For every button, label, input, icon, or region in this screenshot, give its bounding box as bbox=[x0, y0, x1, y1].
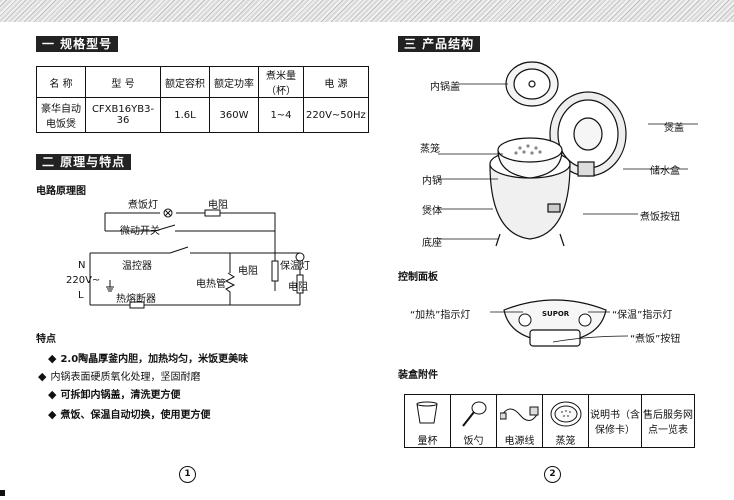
part-label-inner-pot: 内锅 bbox=[422, 176, 442, 187]
label-resistor-top: 电阻 bbox=[208, 200, 228, 211]
feature-item: ◆可拆卸内锅盖，清洗更方便 bbox=[48, 388, 181, 401]
spec-header-power: 额定功率 bbox=[209, 66, 259, 98]
spec-table: 名 称 型 号 额定容积 额定功率 煮米量（杯） 电 源 豪华自动电饭煲 CFX… bbox=[36, 66, 369, 133]
diamond-bullet-icon: ◆ bbox=[38, 370, 47, 383]
spec-header-name: 名 称 bbox=[36, 66, 86, 98]
feature-item: ◆2.0陶晶厚釜内胆，加热均匀，米饭更美味 bbox=[48, 352, 249, 365]
accessories-table: 量杯 饭勺 电源线 蒸笼 说明书（含保修卡） 售后 bbox=[404, 394, 695, 448]
part-label-steamer: 蒸笼 bbox=[420, 144, 440, 155]
part-label-outer-lid: 煲盖 bbox=[664, 123, 684, 134]
label-warm-lamp: 保温灯 bbox=[280, 261, 310, 272]
accessory-rice-spoon: 饭勺 bbox=[450, 394, 497, 448]
spec-value-rice: 1~4 bbox=[258, 97, 304, 133]
label-fuse: 热熔断器 bbox=[116, 294, 156, 305]
power-cord-icon bbox=[500, 406, 539, 421]
spec-value-row: 豪华自动电饭煲 CFXB16YB3-36 1.6L 360W 1~4 220V~… bbox=[36, 97, 369, 133]
brand-logo: SUPOR bbox=[542, 310, 570, 318]
accessory-service-list: 售后服务网点一览表 bbox=[641, 394, 695, 448]
label-l: L bbox=[78, 290, 84, 301]
part-label-cook-button: 煮饭按钮 bbox=[640, 212, 680, 223]
label-resistor-mid: 电阻 bbox=[238, 266, 258, 277]
part-label-inner-lid: 内锅盖 bbox=[430, 82, 460, 93]
label-heater: 电热管 bbox=[196, 279, 226, 290]
spec-value-power: 360W bbox=[209, 97, 259, 133]
corner-mark bbox=[0, 490, 5, 496]
section-principle-title: 二 原理与特点 bbox=[36, 154, 132, 170]
diamond-bullet-icon: ◆ bbox=[48, 388, 57, 401]
rice-spoon-icon bbox=[462, 401, 487, 427]
spec-header-power-supply: 电 源 bbox=[303, 66, 369, 98]
label-cook-lamp: 煮饭灯 bbox=[128, 200, 158, 211]
structure-leader-lines bbox=[438, 83, 698, 240]
accessories-title: 装盒附件 bbox=[398, 370, 438, 381]
accessory-manual: 说明书（含保修卡） bbox=[588, 394, 642, 448]
page-number-2: 2 bbox=[544, 466, 561, 483]
spec-header-row: 名 称 型 号 额定容积 额定功率 煮米量（杯） 电 源 bbox=[36, 66, 369, 98]
label-n: N bbox=[78, 260, 86, 271]
accessory-measuring-cup: 量杯 bbox=[404, 394, 451, 448]
label-voltage: 220V~ bbox=[66, 275, 101, 286]
feature-item: ◆煮饭、保温自动切换，使用更方便 bbox=[48, 408, 211, 421]
control-panel-illustration bbox=[503, 299, 607, 347]
label-micro-switch: 微动开关 bbox=[120, 226, 160, 237]
accessory-power-cord: 电源线 bbox=[496, 394, 543, 448]
part-label-water-box: 储水盒 bbox=[650, 166, 680, 177]
spec-header-rice: 煮米量（杯） bbox=[258, 66, 304, 98]
spec-value-name: 豪华自动电饭煲 bbox=[36, 97, 86, 133]
label-resistor-right: 电阻 bbox=[288, 282, 308, 293]
label-thermostat: 温控器 bbox=[122, 261, 152, 272]
measuring-cup-icon bbox=[416, 401, 438, 424]
label-heat-indicator: “加热”指示灯 bbox=[410, 310, 471, 321]
section-structure-title: 三 产品结构 bbox=[398, 36, 481, 52]
circuit-diagram bbox=[89, 208, 305, 309]
spec-value-capacity: 1.6L bbox=[160, 97, 210, 133]
decorative-top-band bbox=[0, 0, 734, 22]
control-panel-title: 控制面板 bbox=[398, 272, 438, 283]
spec-value-model: CFXB16YB3-36 bbox=[85, 97, 161, 133]
features-title: 特点 bbox=[36, 334, 56, 345]
part-label-body: 煲体 bbox=[422, 206, 442, 217]
steamer-icon bbox=[550, 401, 582, 427]
rice-cooker-illustration bbox=[489, 61, 627, 247]
diamond-bullet-icon: ◆ bbox=[48, 352, 57, 365]
diamond-bullet-icon: ◆ bbox=[48, 408, 57, 421]
label-cook-button: “煮饭”按钮 bbox=[630, 334, 681, 345]
circuit-title: 电路原理图 bbox=[36, 186, 86, 197]
spec-value-power-supply: 220V~50Hz bbox=[303, 97, 369, 133]
label-warm-indicator: “保温”指示灯 bbox=[612, 310, 673, 321]
control-leader-lines bbox=[490, 311, 629, 343]
part-label-base: 底座 bbox=[422, 238, 442, 249]
spec-header-capacity: 额定容积 bbox=[160, 66, 210, 98]
feature-item: ◆内锅表面硬质氧化处理，坚固耐磨 bbox=[38, 370, 201, 383]
accessory-steamer: 蒸笼 bbox=[542, 394, 589, 448]
section-spec-title: 一 规格型号 bbox=[36, 36, 119, 52]
spec-header-model: 型 号 bbox=[85, 66, 161, 98]
page-number-1: 1 bbox=[179, 466, 196, 483]
